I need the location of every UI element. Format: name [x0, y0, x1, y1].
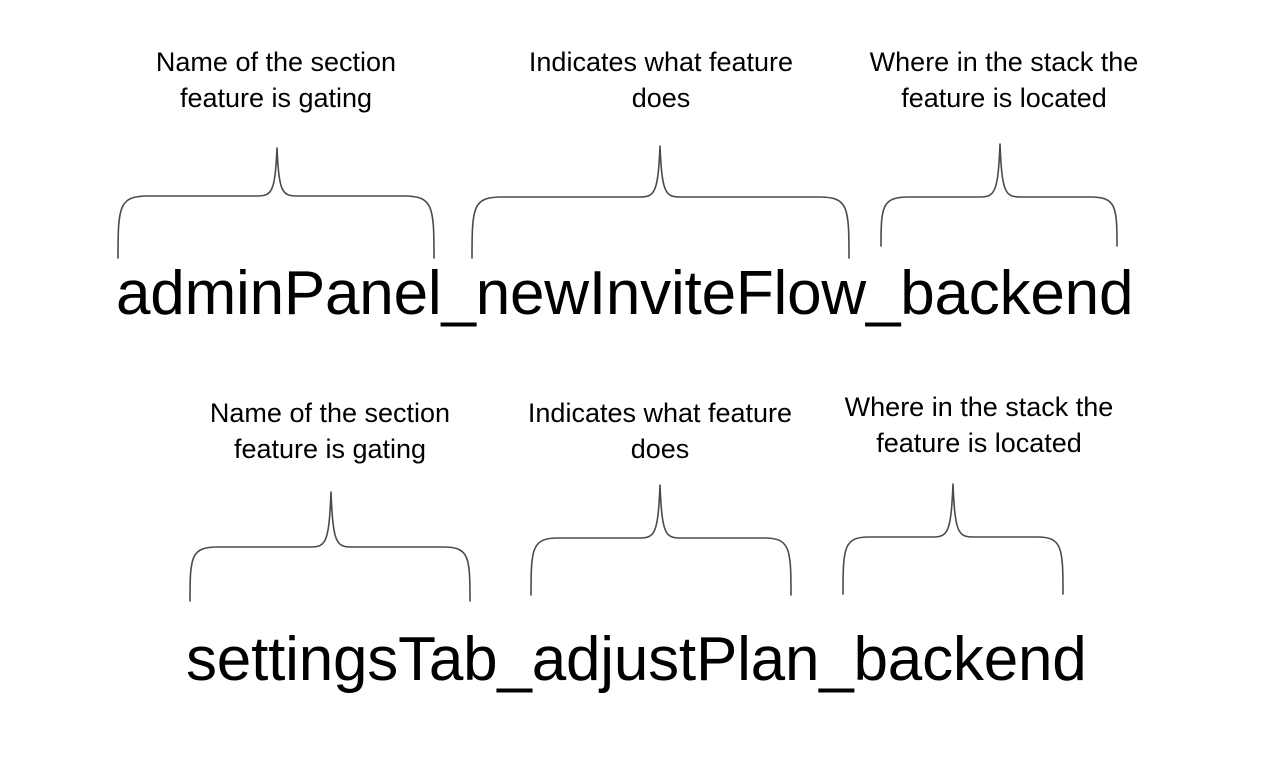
caption-row-2-segment-3: Where in the stack the feature is locate…	[844, 392, 1114, 459]
caption-row-1-segment-1: Name of the section feature is gating	[155, 47, 397, 114]
brace-row-1-segment-1	[117, 147, 435, 259]
caption-row-2-segment-1: Name of the section feature is gating	[209, 398, 451, 465]
flag-name-row-1: adminPanel_newInviteFlow_backend	[116, 259, 1134, 328]
caption-row-2-segment-2: Indicates what feature does	[527, 398, 793, 465]
caption-row-1-segment-3: Where in the stack the feature is locate…	[869, 47, 1139, 114]
brace-row-1-segment-3	[880, 143, 1118, 247]
caption-row-1-segment-2: Indicates what feature does	[528, 47, 794, 114]
brace-row-2-segment-2	[530, 484, 792, 596]
brace-row-1-segment-2	[471, 145, 850, 259]
brace-row-2-segment-1	[189, 491, 471, 602]
flag-name-row-2: settingsTab_adjustPlan_backend	[186, 625, 1087, 694]
brace-row-2-segment-3	[842, 483, 1064, 595]
